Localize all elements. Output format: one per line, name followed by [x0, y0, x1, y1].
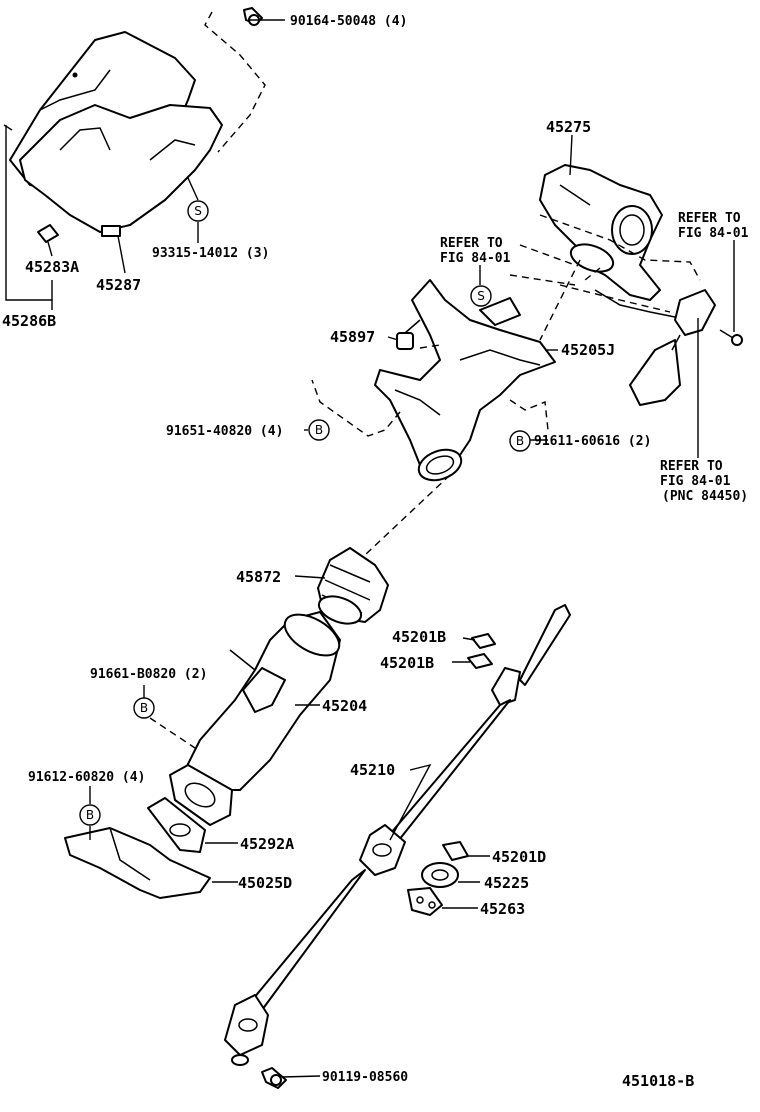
marker-b-4: B [79, 804, 101, 826]
label-45263: 45263 [480, 900, 525, 918]
label-45205j: 45205J [561, 341, 615, 359]
cover-screw-90164 [243, 7, 263, 26]
lock-screw [719, 329, 743, 346]
column-lower-tube [169, 611, 341, 826]
svg-text:S: S [477, 289, 485, 303]
clip-45201d [442, 841, 469, 861]
label-45897: 45897 [330, 328, 375, 346]
label-refer-1b: FIG 84-01 [678, 226, 749, 241]
label-91611: 91611-60616 (2) [534, 434, 651, 449]
label-45201b-1: 45201B [392, 628, 446, 646]
label-90164: 90164-50048 (4) [290, 14, 407, 29]
label-45283a: 45283A [25, 258, 79, 276]
svg-text:S: S [194, 204, 202, 218]
label-45292a: 45292A [240, 835, 294, 853]
label-45287: 45287 [96, 276, 141, 294]
clip-45201b-1 [471, 633, 496, 649]
switch-harness [594, 289, 716, 406]
bolt-90119 [261, 1067, 287, 1089]
cover-clip-45283a [37, 224, 59, 243]
label-refer-1a: REFER TO [678, 211, 741, 226]
label-45204: 45204 [322, 697, 367, 715]
figure-code: 451018-B [622, 1072, 694, 1090]
label-45275: 45275 [546, 118, 591, 136]
label-91651: 91651-40820 (4) [166, 424, 283, 439]
marker-b-2: B [509, 430, 531, 452]
label-45210: 45210 [350, 761, 395, 779]
column-cover-lower [19, 104, 223, 237]
marker-b-3: B [133, 697, 155, 719]
leader-lines [3, 19, 735, 1078]
marker-s-2: S [470, 285, 492, 307]
label-refer-3c: (PNC 84450) [662, 489, 748, 504]
label-45201b-2: 45201B [380, 654, 434, 672]
label-93315: 93315-14012 (3) [152, 246, 269, 261]
bushing-45225 [421, 862, 459, 888]
plate-45292a [147, 797, 206, 853]
svg-text:B: B [516, 434, 524, 448]
label-refer-3a: REFER TO [660, 459, 723, 474]
damper-45263 [407, 887, 443, 916]
label-refer-3b: FIG 84-01 [660, 474, 731, 489]
label-45872: 45872 [236, 568, 281, 586]
dashed-alignment-lines [149, 11, 701, 749]
marker-s-1: S [187, 200, 209, 222]
svg-text:B: B [140, 701, 148, 715]
label-91612: 91612-60820 (4) [28, 770, 145, 785]
bolt-45897 [396, 319, 421, 350]
label-45025d: 45025D [238, 874, 292, 892]
marker-b-1: B [308, 419, 330, 441]
bracket-45025d [64, 827, 211, 899]
column-upper-bracket [374, 279, 556, 482]
label-45286b: 45286B [2, 312, 56, 330]
steering-shaft [224, 604, 571, 1066]
label-91661: 91661-B0820 (2) [90, 667, 207, 682]
label-45225: 45225 [484, 874, 529, 892]
label-refer-2a: REFER TO [440, 236, 503, 251]
svg-text:B: B [315, 423, 323, 437]
label-45201d: 45201D [492, 848, 546, 866]
label-90119: 90119-08560 [322, 1070, 408, 1085]
label-refer-2b: FIG 84-01 [440, 251, 511, 266]
column-boot [317, 547, 389, 625]
steering-lock-housing [539, 164, 663, 301]
clip-45201b-2 [467, 653, 493, 669]
svg-text:B: B [86, 808, 94, 822]
